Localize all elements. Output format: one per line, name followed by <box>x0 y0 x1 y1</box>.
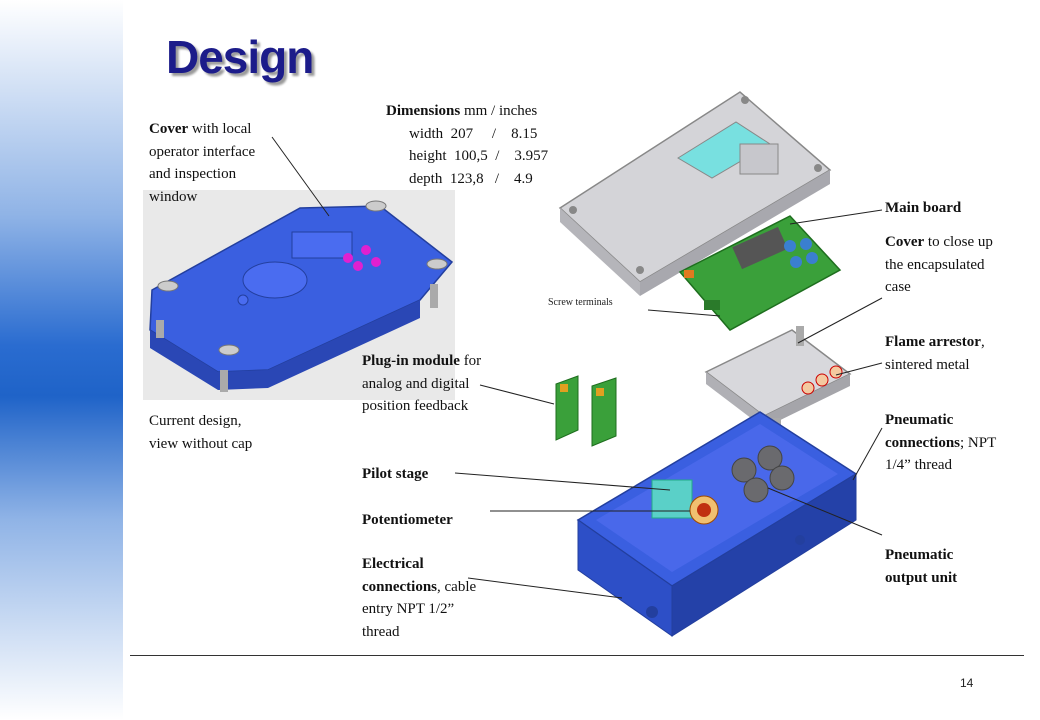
dimensions-block: Dimensions mm / inches width 207 / 8.15 … <box>386 100 548 190</box>
plugin-module-callout: Plug-in module for analog and digital po… <box>362 353 482 414</box>
pneumatic-connections-callout: Pneumatic connections; NPT 1/4” thread <box>885 412 996 473</box>
potentiometer-label: Potentiometer <box>362 512 453 528</box>
sidebar-gradient <box>0 0 123 720</box>
cover-callout: Cover with local operator interface and … <box>149 121 256 205</box>
dimension-depth: depth 123,8 / 4.9 <box>409 170 533 187</box>
exploded-view-image <box>555 91 858 637</box>
screw-terminals-label: Screw terminals <box>548 297 613 308</box>
current-design-image <box>143 190 455 400</box>
footer-divider <box>130 655 1024 656</box>
pneumatic-output-label: Pneumatic output unit <box>885 547 958 586</box>
page-number: 14 <box>960 676 974 690</box>
page-title: Design <box>166 31 314 83</box>
dimensions-heading: Dimensions <box>386 103 461 119</box>
flame-arrestor-callout: Flame arrestor, sintered metal <box>885 334 985 373</box>
cover-close-callout: Cover to close up the encapsulated case <box>885 234 993 295</box>
current-design-caption: Current design, view without cap <box>149 413 253 452</box>
dimension-width: width 207 / 8.15 <box>409 125 538 142</box>
dimensions-units: mm / inches <box>460 103 538 119</box>
electrical-connections-callout: Electrical connections, cable entry NPT … <box>362 556 477 640</box>
pilot-stage-label: Pilot stage <box>362 466 429 482</box>
leader-lines <box>271 136 883 599</box>
dimension-height: height 100,5 / 3.957 <box>409 148 549 164</box>
main-board-label: Main board <box>885 200 962 216</box>
